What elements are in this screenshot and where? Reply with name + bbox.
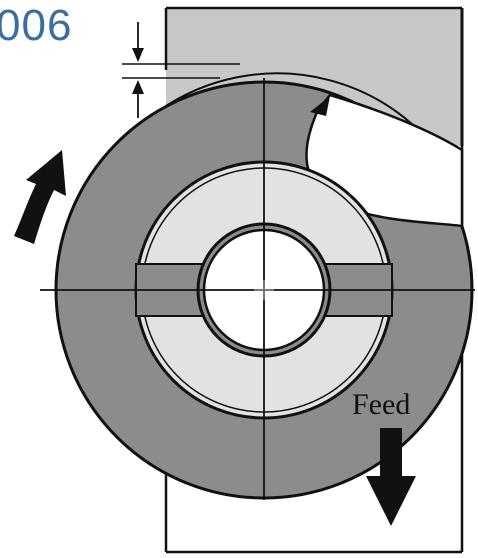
dimension-arrows-icon [122, 22, 240, 118]
feed-label: Feed [352, 388, 410, 421]
down-arrow-icon [366, 428, 416, 526]
curved-arrow-icon [14, 150, 66, 244]
year-fragment: 006 [0, 1, 73, 50]
tooth-tip [310, 96, 330, 116]
